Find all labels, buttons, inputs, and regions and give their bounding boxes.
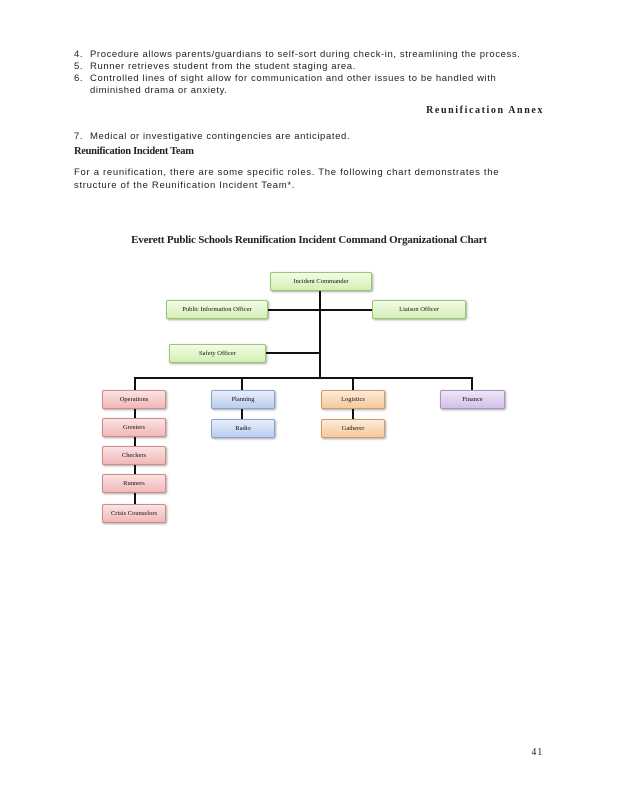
section-heading: Reunification Incident Team [74, 146, 194, 157]
list-item-text: Runner retrieves student from the studen… [90, 61, 356, 72]
greeters-box: Greeters [102, 418, 166, 437]
page-number: 41 [531, 747, 543, 758]
connector-line [134, 377, 136, 390]
crisis-counselors-box: Crisis Counselors [102, 504, 166, 523]
safety-officer-box: Safety Officer [169, 344, 266, 363]
radio-box: Radio [211, 419, 275, 438]
finance-box: Finance [440, 390, 505, 409]
list-item-text: Medical or investigative contingencies a… [90, 131, 351, 142]
connector-line [352, 409, 354, 419]
list-item: 6. Controlled lines of sight allow for c… [74, 73, 544, 97]
annex-label: Reunification Annex [426, 105, 544, 116]
connector-line [352, 377, 354, 390]
connector-line [262, 309, 374, 311]
list-item-number: 4. [74, 49, 84, 60]
body-paragraph: For a reunification, there are some spec… [74, 167, 500, 191]
connector-line [471, 377, 473, 390]
connector-line [241, 409, 243, 419]
list-item-text: Procedure allows parents/guardians to se… [90, 49, 521, 60]
list-item-number: 6. [74, 73, 84, 84]
runners-box: Runners [102, 474, 166, 493]
checkers-box: Checkers [102, 446, 166, 465]
connector-line [266, 352, 320, 354]
list-item-number: 5. [74, 61, 84, 72]
public-information-officer-box: Public Information Officer [166, 300, 268, 319]
logistics-box: Logistics [321, 390, 385, 409]
incident-commander-box: Incident Commander [270, 272, 372, 291]
list-item: 4. Procedure allows parents/guardians to… [74, 49, 544, 61]
list-item-text: Controlled lines of sight allow for comm… [90, 73, 497, 96]
connector-line [241, 377, 243, 390]
list-item: 7. Medical or investigative contingencie… [74, 131, 350, 142]
planning-box: Planning [211, 390, 275, 409]
list-item-number: 7. [74, 131, 84, 142]
chart-title: Everett Public Schools Reunification Inc… [131, 234, 487, 246]
connector-line [134, 377, 472, 379]
list-item: 5. Runner retrieves student from the stu… [74, 61, 544, 73]
liaison-officer-box: Liaison Officer [372, 300, 466, 319]
gatherer-box: Gatherer [321, 419, 385, 438]
operations-box: Operations [102, 390, 166, 409]
numbered-list: 4. Procedure allows parents/guardians to… [74, 49, 544, 97]
connector-line [319, 291, 321, 378]
